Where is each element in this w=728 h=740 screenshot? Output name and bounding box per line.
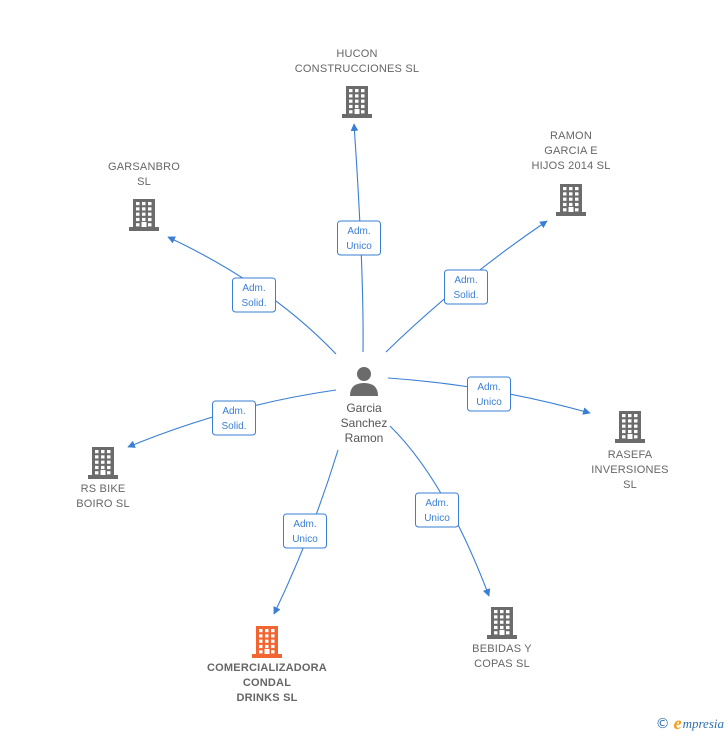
relation-badge-box [415,492,459,528]
relation-label: Adm. [293,519,316,530]
company-name-line: SL [137,176,151,188]
company-name-line: COPAS SL [474,658,530,670]
footer-brand: © e mpresia [656,713,724,734]
relation-label: Adm. [477,382,500,393]
company-name-line: DRINKS SL [236,692,297,704]
company-name-line: HUCON [336,48,377,60]
company-name-line: GARSANBRO [108,161,180,173]
relation-badge-box [212,400,256,436]
node-label-hucon[interactable]: HUCON CONSTRUCCIONES SL [295,48,419,75]
relation-badge-rs-bike[interactable]: Adm. Solid. [212,400,256,436]
relation-label: Unico [292,534,318,545]
node-label-rs-bike[interactable]: RS BIKE BOIRO SL [76,483,130,510]
node-label-comercializadora[interactable]: COMERCIALIZADORA CONDAL DRINKS SL [207,662,327,704]
relation-label: Adm. [425,498,448,509]
relation-badge-garsanbro[interactable]: Adm. Solid. [232,277,276,313]
relation-badge-bebidas[interactable]: Adm. Unico [415,492,459,528]
badges-layer: Adm.UnicoAdm.Solid.Adm.UnicoAdm.UnicoAdm… [212,220,511,549]
company-name-line: BOIRO SL [76,498,130,510]
company-name-line: COMERCIALIZADORA [207,662,327,674]
relation-label: Unico [476,397,502,408]
building-icon[interactable] [487,607,517,639]
relation-badge-rasefa[interactable]: Adm. Unico [467,376,511,412]
edges-layer [127,123,591,615]
relation-label: Solid. [221,421,246,432]
node-label-garsanbro[interactable]: GARSANBRO SL [108,161,180,188]
node-label-rasefa[interactable]: RASEFA INVERSIONES SL [591,449,668,491]
relation-label: Adm. [454,275,477,286]
relation-badge-box [337,220,381,256]
relation-label: Adm. [242,283,265,294]
relation-label: Solid. [241,298,266,309]
company-name-line: RASEFA [608,449,653,461]
building-icon[interactable] [88,447,118,479]
relation-badge-comercializadora[interactable]: Adm. Unico [283,513,327,549]
person-icon [350,367,378,396]
relation-label: Adm. [347,226,370,237]
building-icon[interactable] [252,626,282,658]
company-name-line: RAMON [550,130,592,142]
brand-logo-initial: e [673,713,682,733]
company-name-line: GARCIA E [544,145,598,157]
node-label-bebidas[interactable]: BEBIDAS Y COPAS SL [472,643,532,670]
relation-label: Adm. [222,406,245,417]
relation-badge-box [232,277,276,313]
brand-logo-name: mpresia [682,715,724,731]
relation-badge-box [467,376,511,412]
company-name-line: HIJOS 2014 SL [531,160,610,172]
building-icon[interactable] [615,411,645,443]
company-name-line: SL [623,479,637,491]
copyright-icon: © [655,715,670,732]
building-icon[interactable] [129,199,159,231]
building-icon[interactable] [556,184,586,216]
relation-label: Unico [346,241,372,252]
company-name-line: CONDAL [243,677,291,689]
nodes-layer: HUCON CONSTRUCCIONES SL RAMON GARCIA E HIJOS… [76,48,668,704]
relation-label: Unico [424,513,450,524]
relation-badge-box [444,269,488,305]
company-name-line: BEBIDAS Y [472,643,532,655]
company-name-line: CONSTRUCCIONES SL [295,63,419,75]
building-icon[interactable] [342,86,372,118]
relation-badge-box [283,513,327,549]
relation-badge-hucon[interactable]: Adm. Unico [337,220,381,256]
relation-label: Solid. [453,290,478,301]
person-name-line: Ramon [345,431,384,445]
person-name-line: Garcia [346,401,382,415]
company-name-line: RS BIKE [81,483,126,495]
company-name-line: INVERSIONES [591,464,668,476]
node-label-ramon-garcia[interactable]: RAMON GARCIA E HIJOS 2014 SL [531,130,610,172]
person-name-line: Sanchez [341,416,388,430]
relation-badge-ramon-garcia[interactable]: Adm. Solid. [444,269,488,305]
